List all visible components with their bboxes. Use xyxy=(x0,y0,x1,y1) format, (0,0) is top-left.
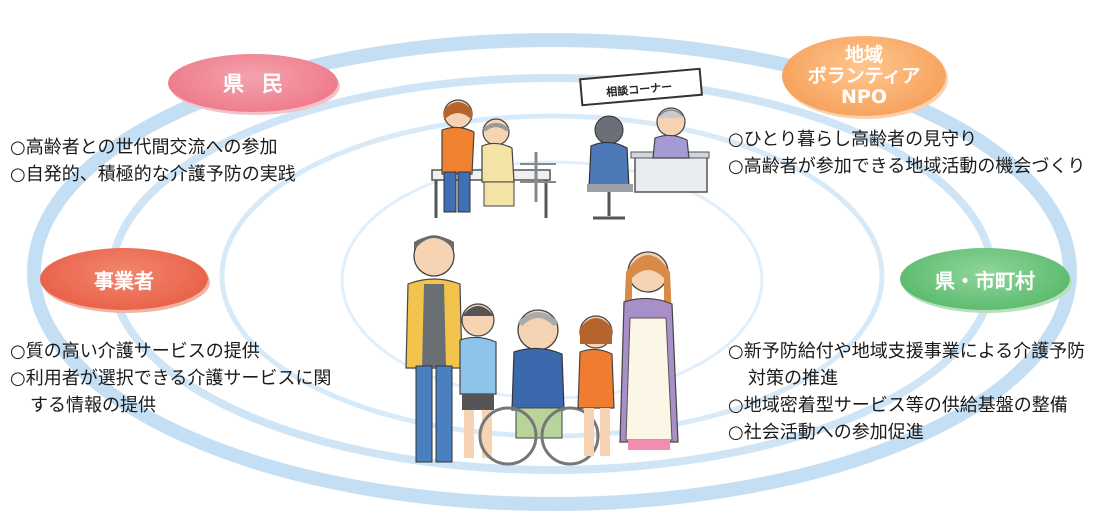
list-item: ○社会活動への参加促進 xyxy=(728,422,924,443)
npo-role-list: ○ひとり暮らし高齢者の見守り ○高齢者が参加できる地域活動の機会づくり xyxy=(728,126,1090,180)
list-item: ○自発的、積極的な介護予防の実践 xyxy=(10,164,296,185)
kenmin-label: 県民 xyxy=(223,72,301,96)
list-item: ○利用者が選択できる介護サービスに関する情報の提供 xyxy=(10,368,332,416)
list-item: ○質の高い介護サービスの提供 xyxy=(10,341,260,362)
list-item: ○地域密着型サービス等の供給基盤の整備 xyxy=(728,395,1068,416)
list-item: ○ひとり暮らし高齢者の見守り xyxy=(728,129,978,150)
npo-label: 地域 ボランティア NPO xyxy=(807,43,921,108)
ken-shichoson-role-list: ○新予防給付や地域支援事業による介護予防対策の推進 ○地域密着型サービス等の供給… xyxy=(728,338,1092,446)
list-item: ○新予防給付や地域支援事業による介護予防対策の推進 xyxy=(728,341,1086,389)
list-item: ○高齢者が参加できる地域活動の機会づくり xyxy=(728,156,1086,177)
list-item: ○高齢者との世代間交流への参加 xyxy=(10,137,278,158)
family-group-illustration xyxy=(405,235,679,466)
kenmin-badge: 県民 xyxy=(168,54,338,112)
ken-shichoson-badge: 県・市町村 xyxy=(900,248,1070,310)
ken-shichoson-label: 県・市町村 xyxy=(935,268,1035,293)
caregiver-bedside-illustration xyxy=(431,99,556,218)
jigyosha-role-list: ○質の高い介護サービスの提供 ○利用者が選択できる介護サービスに関する情報の提供 xyxy=(10,338,340,419)
consultation-desk-illustration: 相談コーナー xyxy=(579,67,710,220)
kenmin-role-list: ○高齢者との世代間交流への参加 ○自発的、積極的な介護予防の実践 xyxy=(10,134,370,188)
outer-ring xyxy=(27,33,1077,511)
jigyosha-label: 事業者 xyxy=(94,268,154,293)
jigyosha-badge: 事業者 xyxy=(40,248,208,310)
consult-sign-text: 相談コーナー xyxy=(606,79,673,99)
consult-sign: 相談コーナー xyxy=(579,67,703,107)
npo-badge: 地域 ボランティア NPO xyxy=(782,36,946,116)
